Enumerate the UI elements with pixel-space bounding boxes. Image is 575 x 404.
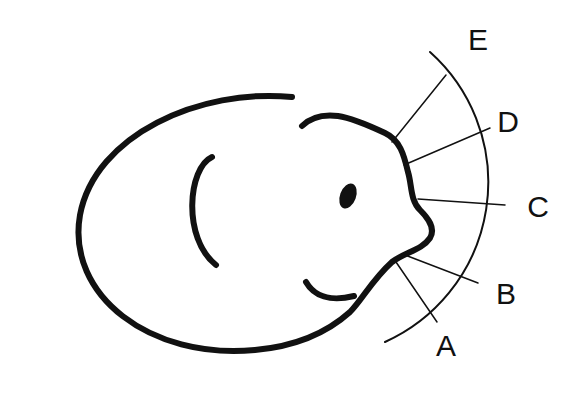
radial-line xyxy=(396,262,437,322)
radial-line xyxy=(418,199,505,205)
ear xyxy=(192,157,216,265)
point-label: A xyxy=(436,331,456,361)
eye xyxy=(336,181,360,211)
radial-line xyxy=(405,255,478,283)
radial-line xyxy=(404,128,490,165)
point-label: B xyxy=(496,279,516,309)
point-label: E xyxy=(468,25,488,55)
point-label: C xyxy=(527,192,549,222)
radial-line xyxy=(392,75,446,142)
head-outline xyxy=(78,96,432,351)
arc xyxy=(385,52,488,342)
point-label: D xyxy=(497,107,519,137)
mouth xyxy=(306,282,354,298)
